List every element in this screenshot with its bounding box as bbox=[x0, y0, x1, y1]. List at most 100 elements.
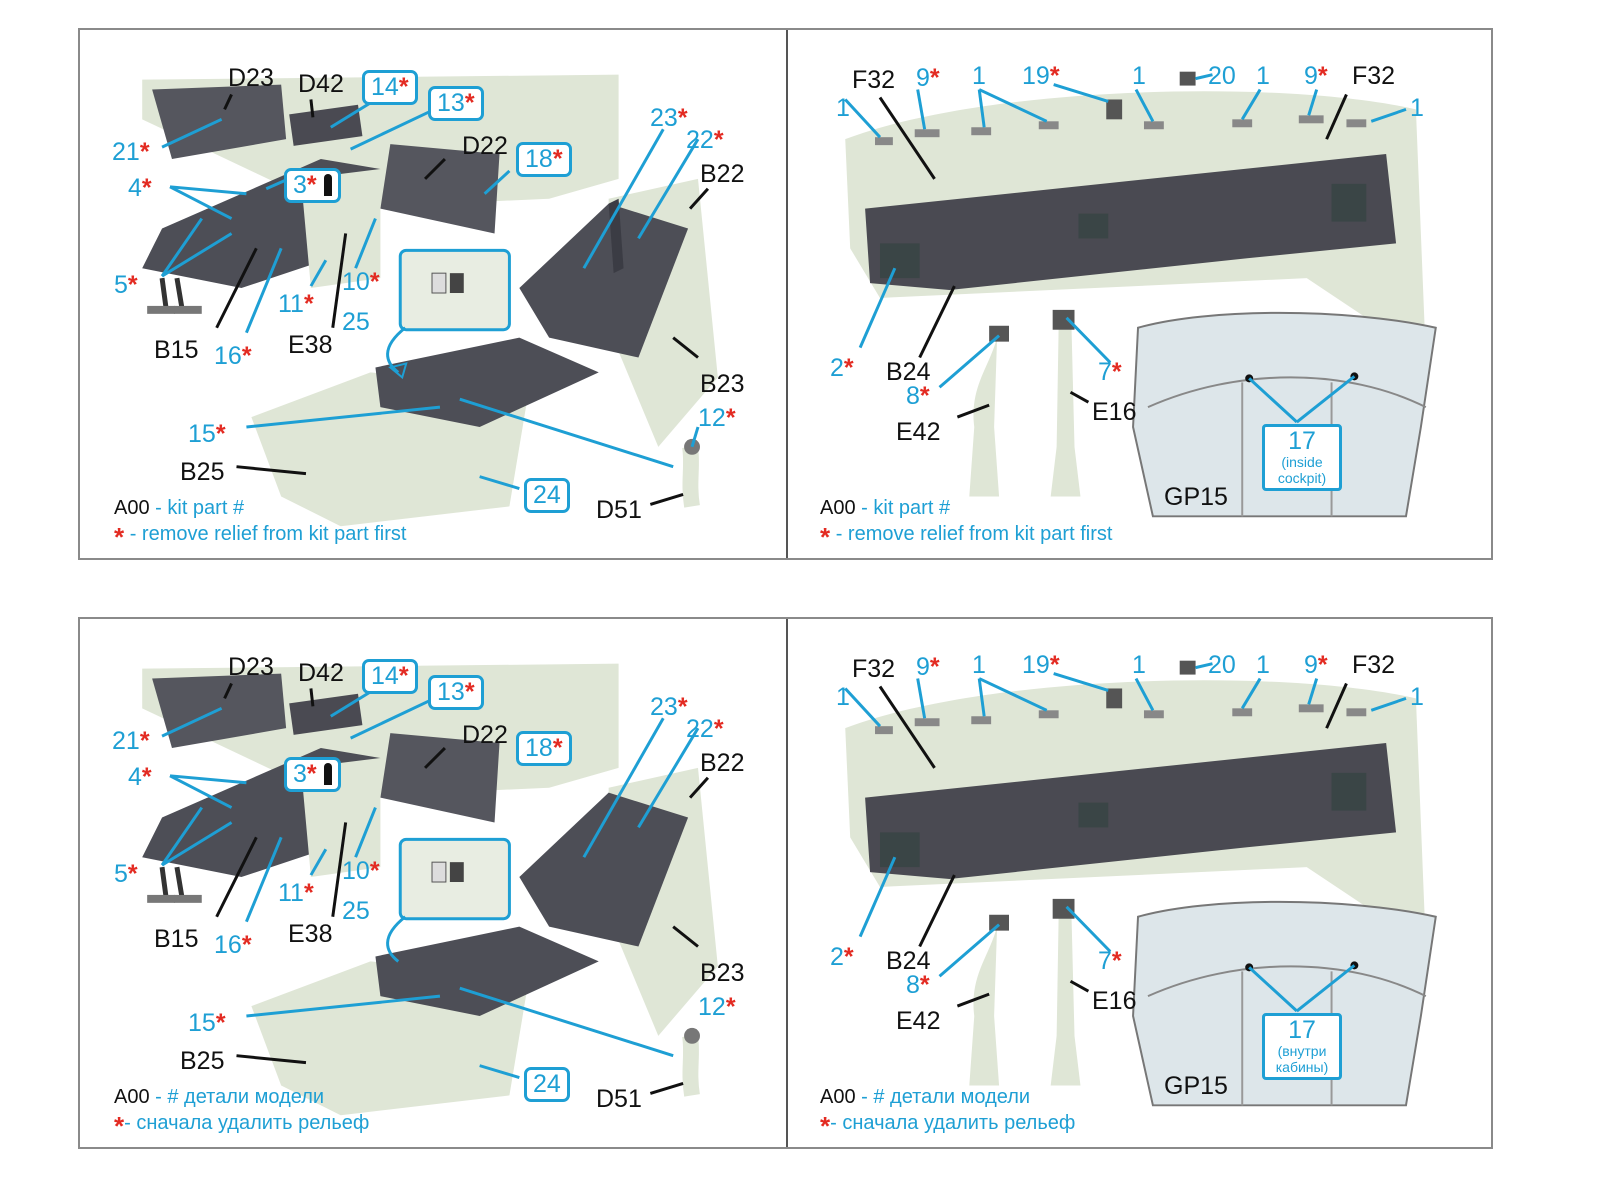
console-assembly-panel-ru: D23 D42 D22 B22 B15 E38 B23 B25 D51 21* … bbox=[80, 619, 786, 1147]
kit-label-d23: D23 bbox=[228, 653, 274, 681]
mfd-right bbox=[1331, 183, 1367, 222]
legend-remove-relief: * - remove relief from kit part first bbox=[114, 522, 407, 552]
pe-label-19: 19* bbox=[1022, 62, 1060, 90]
pe-label-4: 4* bbox=[128, 763, 152, 791]
legend-kit-part: A00 - kit part # bbox=[114, 497, 245, 519]
kit-label-f32-left: F32 bbox=[852, 655, 896, 683]
pe-label-15: 15* bbox=[188, 420, 226, 448]
kit-label-b25: B25 bbox=[180, 458, 225, 486]
b23-panel bbox=[519, 203, 689, 358]
pe-label-1: 1 bbox=[1256, 651, 1270, 679]
boxed-label-24: 24 bbox=[524, 478, 570, 513]
kit-label-b15: B15 bbox=[154, 925, 199, 953]
pe-label-16: 16* bbox=[214, 931, 252, 959]
instrument-panel-assembly: F32 F32 B24 E42 E16 GP15 1 9* 1 19* 1 20… bbox=[788, 30, 1493, 558]
legend-remove-relief-ru: *- сначала удалить рельеф bbox=[820, 1111, 1076, 1141]
kit-label-d51: D51 bbox=[596, 496, 642, 524]
pe-label-22: 22* bbox=[686, 715, 724, 743]
legend-kit-part: A00 - kit part # bbox=[820, 497, 951, 519]
pe-label-11: 11* bbox=[278, 879, 314, 907]
kit-label-d22: D22 bbox=[462, 721, 508, 749]
boxed-label-18: 18* bbox=[516, 142, 572, 177]
boxed-label-14: 14* bbox=[362, 70, 418, 105]
pe-label-20: 20 bbox=[1208, 62, 1236, 90]
console-illustration bbox=[142, 74, 718, 527]
pe-label-2: 2* bbox=[830, 354, 854, 382]
pe-label-11: 11* bbox=[278, 290, 314, 318]
pe-label-1: 1 bbox=[836, 683, 850, 711]
pe-label-2: 2* bbox=[830, 943, 854, 971]
pe-label-21: 21* bbox=[112, 727, 150, 755]
pe-label-19: 19* bbox=[1022, 651, 1060, 679]
pe-label-1: 1 bbox=[1132, 62, 1146, 90]
kit-label-d23: D23 bbox=[228, 64, 274, 92]
kit-label-b23: B23 bbox=[700, 370, 745, 398]
console-assembly-panel: D23 D42 D22 B22 B15 E38 B23 B25 D51 21* … bbox=[80, 30, 786, 558]
panel-divider bbox=[786, 619, 788, 1147]
pe-label-9: 9* bbox=[916, 64, 940, 92]
legend-remove-relief: * - remove relief from kit part first bbox=[820, 522, 1113, 552]
d22-panel bbox=[380, 144, 500, 234]
legend-kit-part-ru: A00 - # детали модели bbox=[114, 1086, 325, 1108]
levers-5 bbox=[159, 277, 185, 309]
kit-label-b25: B25 bbox=[180, 1047, 225, 1075]
kit-label-gp15: GP15 bbox=[1164, 483, 1228, 511]
pe-label-1: 1 bbox=[1410, 683, 1424, 711]
pe-label-23: 23* bbox=[650, 104, 688, 132]
panel-divider bbox=[786, 30, 788, 558]
legend-remove-relief-ru: *- сначала удалить рельеф bbox=[114, 1111, 370, 1141]
instrument-panel-illustration-ru bbox=[844, 660, 1437, 1107]
legend-kit-part-ru: A00 - # детали модели bbox=[820, 1086, 1031, 1108]
switch-9b bbox=[1298, 115, 1324, 124]
pe-label-7: 7* bbox=[1098, 947, 1122, 975]
kit-label-e38: E38 bbox=[288, 331, 333, 359]
kit-label-d42: D42 bbox=[298, 70, 344, 98]
kit-label-f32-right: F32 bbox=[1352, 651, 1396, 679]
kit-label-gp15: GP15 bbox=[1164, 1072, 1228, 1100]
b24-panel bbox=[865, 154, 1397, 291]
switch-1f bbox=[1346, 119, 1367, 128]
pe-label-1: 1 bbox=[836, 94, 850, 122]
pe-label-1: 1 bbox=[972, 62, 986, 90]
instrument-panel-illustration bbox=[844, 71, 1437, 518]
lever-icon bbox=[323, 174, 332, 196]
kit-label-b24: B24 bbox=[886, 947, 931, 975]
instruction-sheet-english: D23 D42 D22 B22 B15 E38 B23 B25 D51 21* … bbox=[78, 28, 1493, 560]
lever-base-b bbox=[173, 305, 202, 314]
note-17-inside-cockpit-ru: 17 (внутри кабины) bbox=[1262, 1013, 1342, 1081]
boxed-label-24: 24 bbox=[524, 1067, 570, 1102]
instrument-panel-assembly-ru: F32 F32 B24 E42 E16 GP15 1 9* 1 19* 1 20… bbox=[788, 619, 1493, 1147]
lever-icon bbox=[323, 763, 332, 785]
kit-label-b24: B24 bbox=[886, 358, 931, 386]
pe-label-20: 20 bbox=[1208, 651, 1236, 679]
mfd-center bbox=[1078, 213, 1109, 239]
pe-label-9: 9* bbox=[916, 653, 940, 681]
kit-label-e16: E16 bbox=[1092, 987, 1137, 1015]
boxed-label-14: 14* bbox=[362, 659, 418, 694]
boxed-label-3: 3* bbox=[284, 168, 341, 203]
kit-label-b22: B22 bbox=[700, 160, 745, 188]
note-17-inside-cockpit: 17 (inside cockpit) bbox=[1262, 424, 1342, 492]
kit-label-e38: E38 bbox=[288, 920, 333, 948]
pe-label-7: 7* bbox=[1098, 358, 1122, 386]
kit-label-d42: D42 bbox=[298, 659, 344, 687]
kit-label-b23: B23 bbox=[700, 959, 745, 987]
pe-label-4: 4* bbox=[128, 174, 152, 202]
pe-label-1: 1 bbox=[1256, 62, 1270, 90]
d42-panel bbox=[289, 104, 363, 146]
kit-label-f32-right: F32 bbox=[1352, 62, 1396, 90]
gp15-canopy bbox=[1132, 311, 1437, 518]
pe-label-5: 5* bbox=[114, 271, 138, 299]
pe-label-12: 12* bbox=[698, 993, 736, 1021]
e42-stick bbox=[969, 337, 1000, 497]
kit-label-b22: B22 bbox=[700, 749, 745, 777]
switch-20 bbox=[1179, 71, 1196, 86]
pe-label-9: 9* bbox=[1304, 651, 1328, 679]
kit-label-d51: D51 bbox=[596, 1085, 642, 1113]
switch-9a bbox=[914, 129, 940, 138]
switch-1a bbox=[875, 137, 893, 146]
pe-label-25: 25 bbox=[342, 308, 370, 336]
pe-label-1: 1 bbox=[972, 651, 986, 679]
kit-label-e42: E42 bbox=[896, 418, 941, 446]
pe-label-10: 10* bbox=[342, 268, 380, 296]
